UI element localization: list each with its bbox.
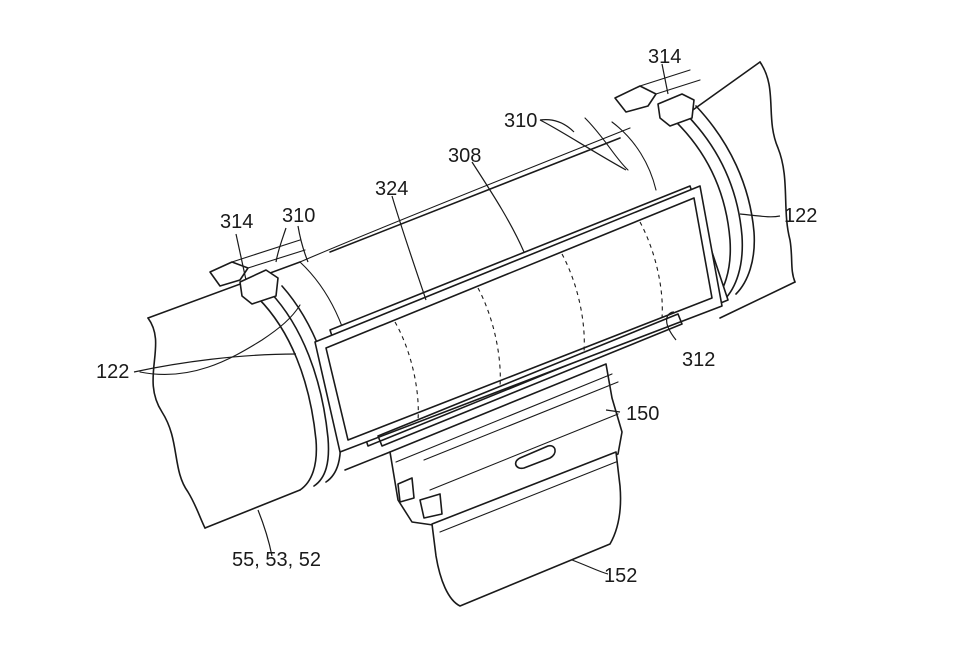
leader-122-left — [133, 353, 297, 373]
label-122-left: 122 — [96, 361, 129, 383]
leader-152 — [571, 559, 609, 575]
right-buckle — [614, 69, 701, 127]
label-310-right: 310 — [504, 110, 537, 132]
housing — [389, 363, 623, 527]
pad-divider-4 — [639, 221, 663, 319]
leader-308 — [471, 161, 525, 253]
label-55-53-52: 55, 53, 52 — [232, 549, 321, 571]
left-buckle — [209, 239, 306, 305]
pad-divider-3 — [561, 253, 585, 353]
label-324: 324 — [375, 178, 408, 200]
pad-divider-2 — [477, 287, 501, 387]
leader-312 — [666, 311, 677, 341]
leader-55-53-52 — [257, 509, 273, 557]
sheath-top-line — [299, 127, 631, 263]
leader-314-left — [235, 233, 247, 281]
leader-lines — [133, 63, 781, 575]
pipe — [139, 61, 796, 529]
heating-pad — [314, 185, 723, 453]
label-314-right: 314 — [648, 46, 681, 68]
leader-314-right — [661, 63, 669, 95]
label-314-left: 314 — [220, 211, 253, 233]
label-312: 312 — [682, 349, 715, 371]
pipe-right-break — [759, 61, 796, 283]
label-152: 152 — [604, 565, 637, 587]
label-308: 308 — [448, 145, 481, 167]
pad-inner-frame — [325, 197, 713, 441]
reference-labels: 314 310 308 324 314 310 122 122 312 150 … — [96, 46, 817, 587]
pipe-right-curve — [584, 117, 629, 171]
leader-150 — [605, 409, 621, 413]
label-122-right: 122 — [784, 205, 817, 227]
lower-strip — [377, 313, 683, 447]
pipe-top-edge — [147, 61, 761, 319]
pipe-left-break — [147, 317, 206, 529]
pipe-bottom-edge — [204, 281, 796, 529]
pad-divider-1 — [394, 321, 419, 421]
cap-body — [431, 451, 622, 607]
label-150: 150 — [626, 403, 659, 425]
leader-310-left — [275, 225, 309, 263]
leader-122-right — [739, 213, 781, 218]
bottom-cap — [431, 451, 622, 607]
leader-324 — [391, 195, 427, 301]
label-310-left: 310 — [282, 205, 315, 227]
leader-310-right — [539, 119, 627, 171]
housing-slot — [514, 444, 556, 470]
pipe-left-curve — [139, 304, 301, 376]
